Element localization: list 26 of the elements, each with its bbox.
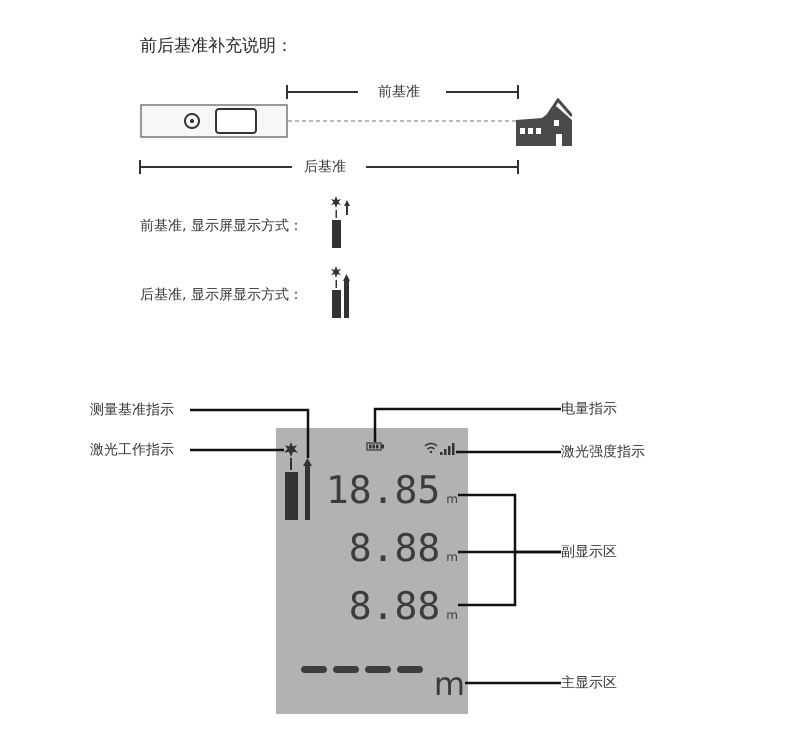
diagram-title: 前后基准补充说明： bbox=[140, 35, 293, 57]
callout-text: 主显示区 bbox=[561, 673, 617, 693]
unit-label: m bbox=[446, 550, 458, 564]
leader-line bbox=[190, 448, 284, 452]
dimension-label: 后基准 bbox=[304, 158, 346, 177]
callout-text: 测量基准指示 bbox=[90, 400, 174, 420]
leader-line bbox=[190, 408, 310, 458]
laser-beam-line bbox=[288, 120, 516, 122]
callout-text: 激光工作指示 bbox=[90, 440, 174, 460]
lcd-screen bbox=[276, 428, 468, 714]
digit-readout: 18.85 bbox=[326, 468, 440, 512]
dimension-label: 前基准 bbox=[378, 83, 420, 102]
unit-label: m bbox=[446, 608, 458, 622]
leader-line bbox=[456, 450, 561, 454]
caption-text: 后基准, 显示屏显示方式： bbox=[140, 286, 303, 305]
callout-text: 副显示区 bbox=[561, 542, 617, 562]
callout-text: 激光强度指示 bbox=[561, 442, 645, 462]
leader-line bbox=[374, 408, 561, 442]
digit-readout: 8.88 bbox=[348, 526, 440, 570]
digit-readout: 8.88 bbox=[348, 584, 440, 628]
caption-text: 前基准, 显示屏显示方式： bbox=[140, 217, 303, 236]
unit-label: m bbox=[434, 666, 465, 702]
unit-label: m bbox=[446, 492, 458, 506]
callout-text: 电量指示 bbox=[561, 399, 617, 419]
leader-line bbox=[458, 550, 561, 606]
leader-line bbox=[465, 682, 561, 684]
